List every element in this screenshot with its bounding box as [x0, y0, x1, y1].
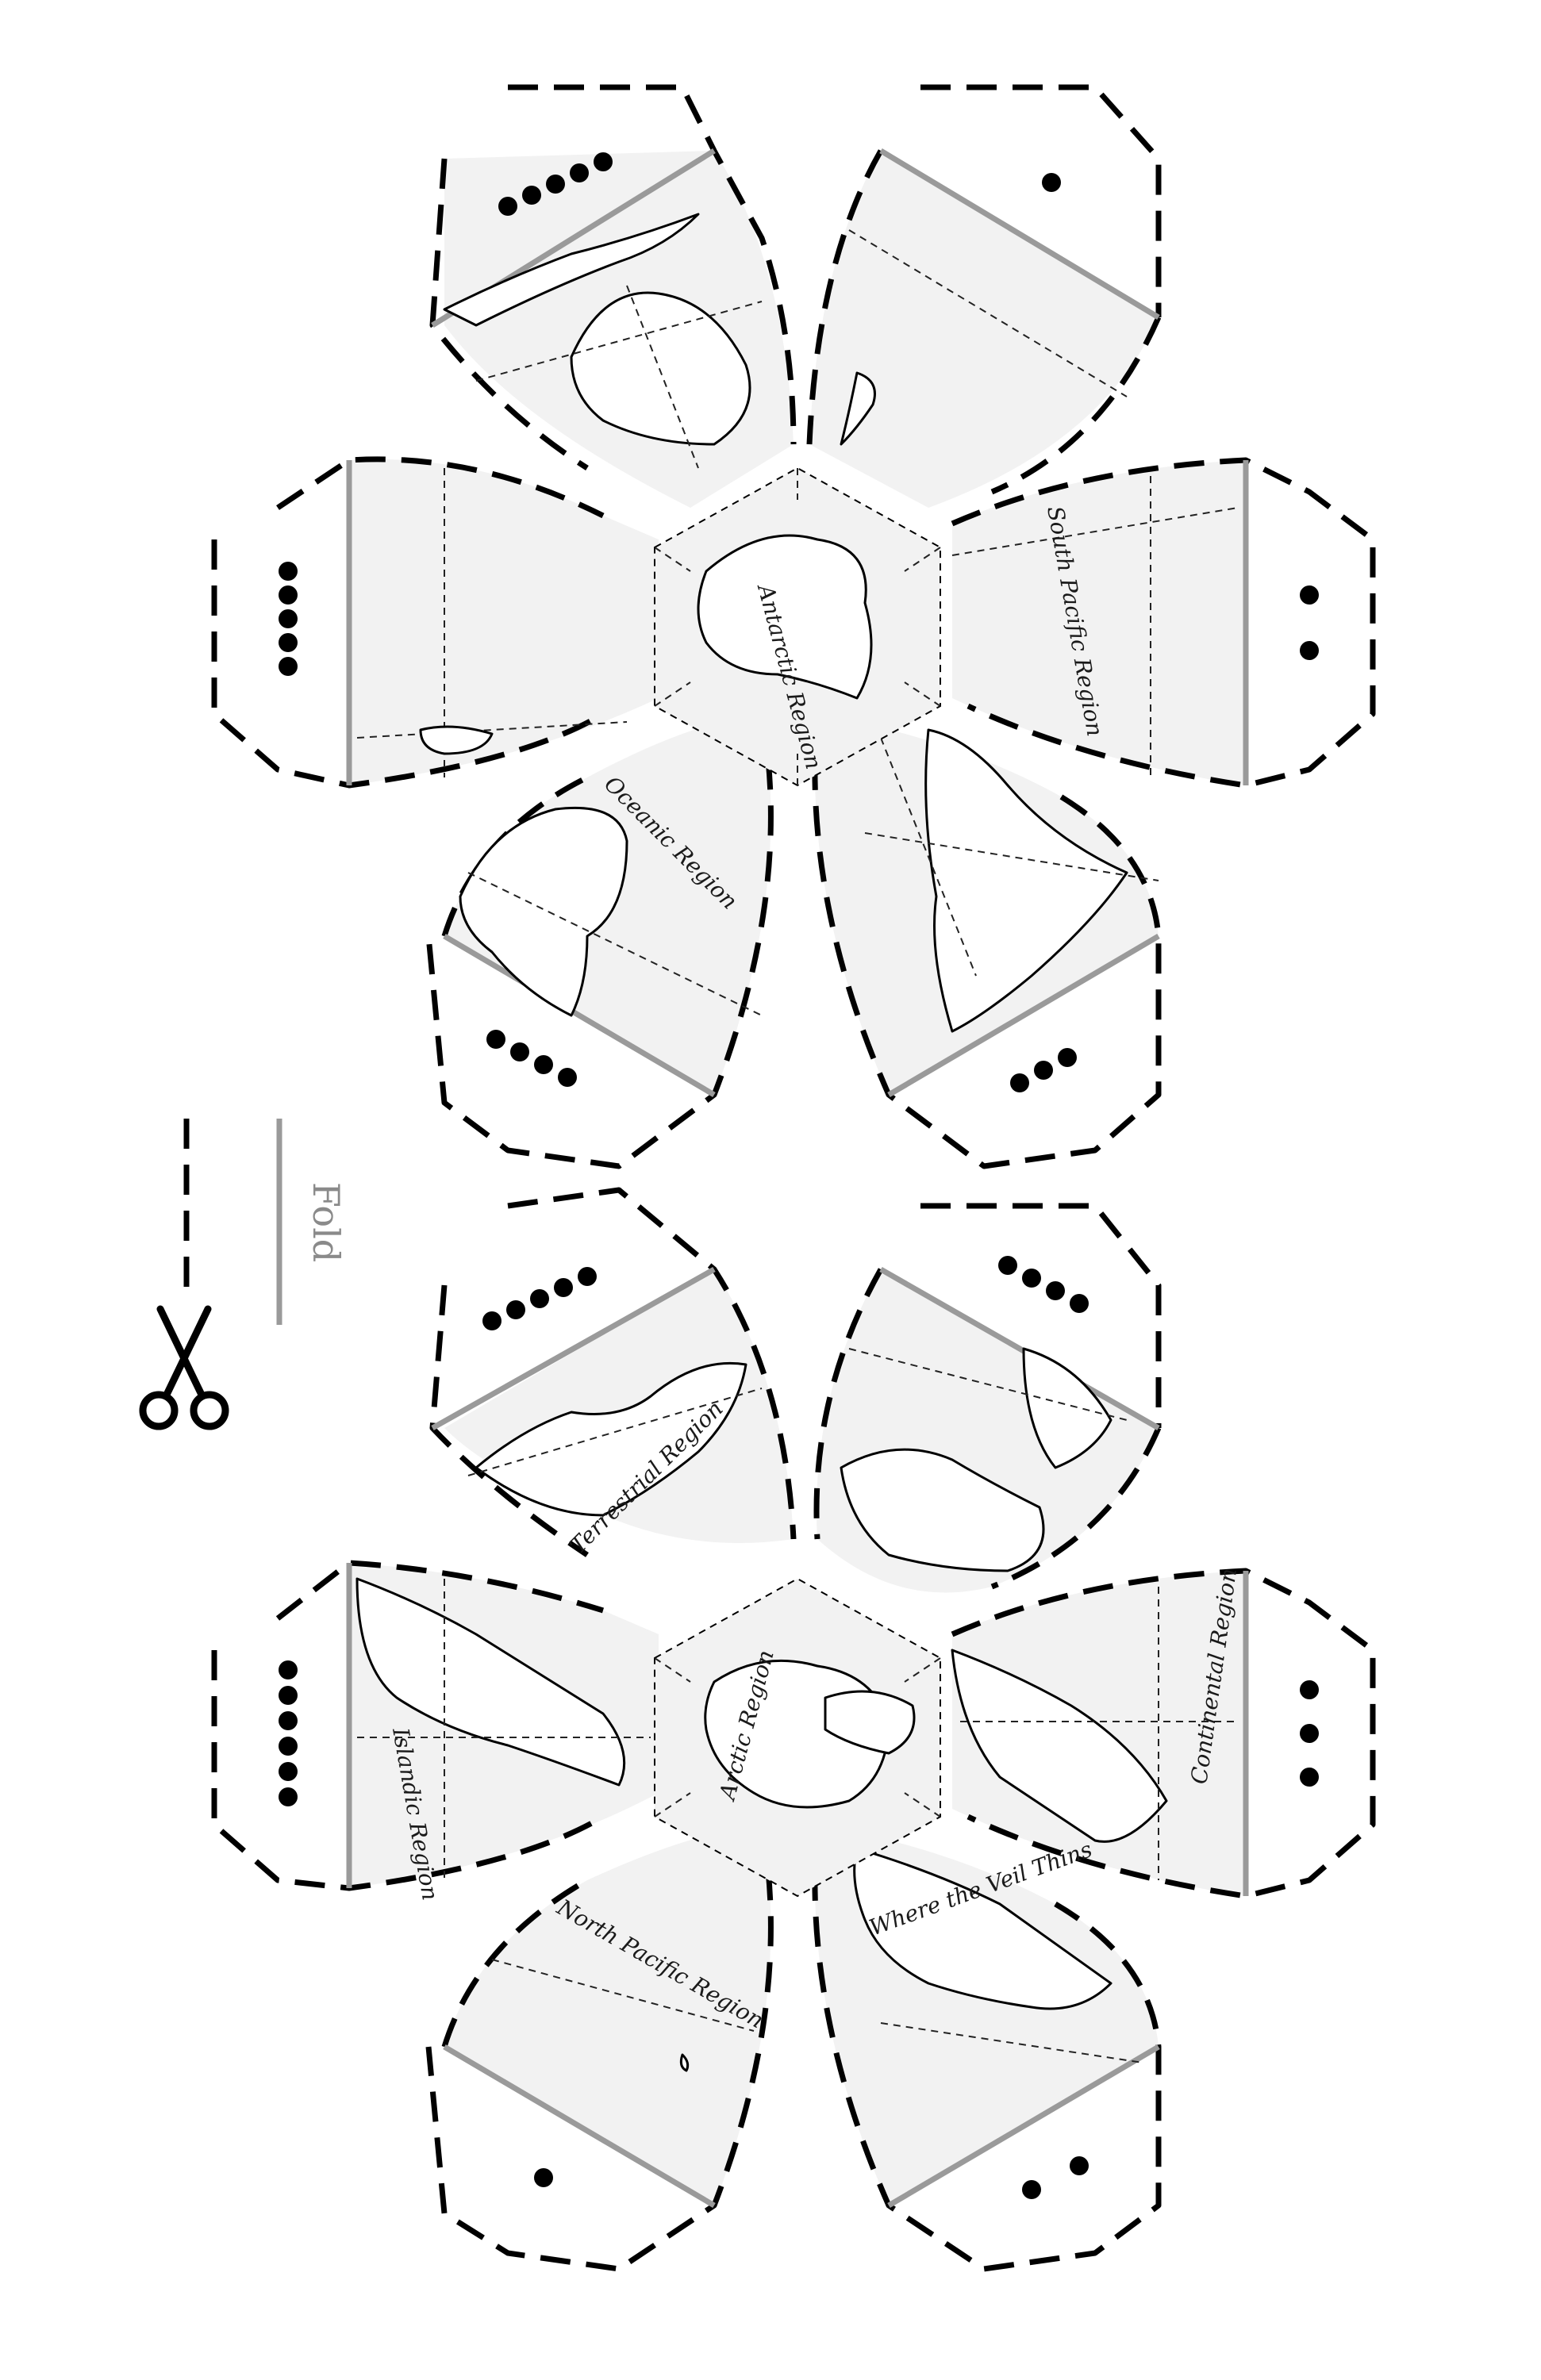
petal-lower-bottom-left	[425, 1824, 774, 2272]
australia-landmass	[570, 291, 751, 446]
die-face-lower-bottom-right	[1022, 2156, 1089, 2199]
pip	[998, 1256, 1017, 1275]
die-face-lower-right	[1300, 1680, 1319, 1787]
petal-lower-top-right	[813, 1203, 1162, 1593]
south-america-west-landmass	[459, 806, 628, 1017]
pip	[1300, 1768, 1319, 1787]
petal-upper-top-left	[429, 84, 797, 508]
pip	[279, 1711, 298, 1730]
petal-lower-left	[211, 1560, 659, 1891]
die-face-lower-top-left	[482, 1267, 597, 1330]
pip	[570, 163, 589, 182]
pip	[522, 186, 541, 205]
south-america-landmass	[924, 728, 1128, 1033]
pip	[1300, 1680, 1319, 1699]
pip	[279, 562, 298, 581]
arctic-hub	[654, 1577, 941, 1898]
pip	[1046, 1281, 1065, 1300]
pip	[279, 657, 298, 676]
die-face-lower-left	[279, 1660, 298, 1806]
scissors-icon	[139, 1305, 229, 1430]
pip	[1022, 1269, 1041, 1288]
europe-landmass	[840, 1448, 1045, 1572]
die-face-upper-top-right	[1042, 173, 1061, 192]
die-face-upper-right	[1300, 585, 1319, 660]
lower-net	[211, 1187, 1376, 2272]
die-face-lower-top-right	[998, 1256, 1089, 1313]
pip	[534, 2168, 553, 2187]
die-face-upper-left	[279, 562, 298, 676]
pip	[279, 1686, 298, 1705]
die-face-lower-bottom-left	[534, 2168, 553, 2187]
pip	[1042, 173, 1061, 192]
north-america-west-landmass	[355, 1577, 626, 1787]
pip	[1300, 641, 1319, 660]
die-face-upper-bottom-left	[486, 1030, 577, 1087]
pip	[546, 175, 565, 194]
pip	[279, 609, 298, 628]
southeast-asia-landmass	[853, 1847, 1113, 2010]
pip	[1010, 1073, 1029, 1092]
petal-lower-right	[951, 1568, 1376, 1899]
pacific-islets	[679, 2053, 690, 2072]
greenland-landmass	[824, 1690, 916, 1755]
pip	[279, 585, 298, 605]
north-america-east-landmass	[475, 1361, 747, 1517]
pip	[1034, 1061, 1053, 1080]
pip	[1070, 2156, 1089, 2175]
pip	[498, 197, 517, 216]
pip	[279, 1787, 298, 1806]
petal-lower-bottom-right	[812, 1824, 1162, 2272]
pip	[1022, 2180, 1041, 2199]
pip	[530, 1289, 549, 1308]
pip	[534, 1055, 553, 1074]
fold-label: Fold	[305, 1182, 348, 1262]
pip	[279, 1737, 298, 1756]
pip	[510, 1042, 529, 1061]
pip	[279, 1660, 298, 1679]
die-face-upper-bottom-right	[1010, 1048, 1077, 1092]
pip	[1300, 1724, 1319, 1743]
southern-island	[419, 725, 494, 755]
pip	[578, 1267, 597, 1286]
antarctic-hub	[654, 466, 941, 787]
pips	[279, 152, 1319, 2199]
petal-lower-top-left	[429, 1187, 797, 1557]
petal-upper-left	[211, 456, 659, 789]
pip	[1058, 1048, 1077, 1067]
antarctica-landmass	[697, 534, 873, 700]
upper-net	[211, 84, 1376, 1169]
pip	[558, 1068, 577, 1087]
asia-east-coast	[951, 1649, 1168, 1843]
pip	[594, 152, 613, 171]
new-zealand-island	[840, 371, 876, 446]
petal-upper-top-right	[806, 84, 1162, 508]
die-face-upper-top-left	[498, 152, 613, 216]
petal-upper-right	[951, 457, 1376, 789]
petal-upper-bottom-right	[812, 713, 1162, 1169]
pip	[554, 1278, 573, 1297]
petal-upper-bottom-left	[425, 713, 774, 1169]
pip	[482, 1311, 501, 1330]
legend: Fold	[139, 1119, 348, 1430]
indonesia-islands	[443, 213, 700, 327]
pip	[279, 1762, 298, 1781]
pip	[1070, 1294, 1089, 1313]
pip	[486, 1030, 505, 1049]
pip	[1300, 585, 1319, 605]
scandinavia-coast	[1022, 1347, 1113, 1469]
pip	[506, 1300, 525, 1319]
pip	[279, 633, 298, 652]
